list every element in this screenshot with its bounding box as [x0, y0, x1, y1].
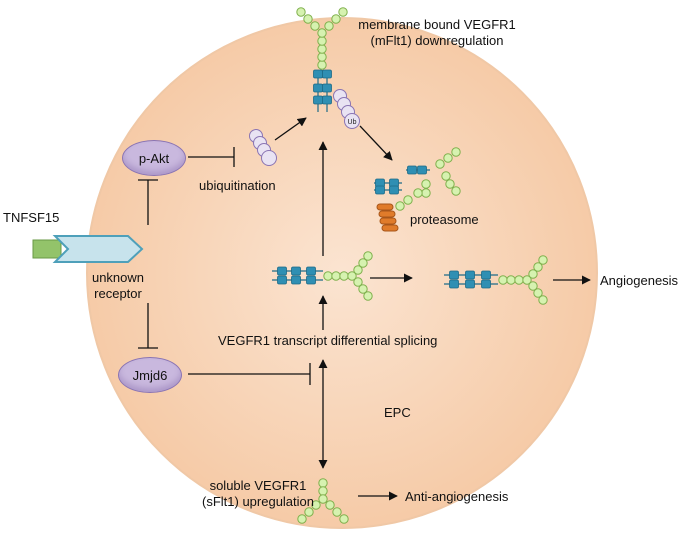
soluble-vegfr1-subtitle: (sFlt1) upregulation: [202, 494, 314, 509]
soluble-vegfr1-title: soluble VEGFR1: [209, 478, 307, 493]
epc-label: EPC: [384, 405, 411, 420]
proteasome-label: proteasome: [410, 212, 479, 227]
degraded-receptor-fragments: [374, 147, 461, 211]
unknown-receptor-label: unknown receptor: [92, 270, 144, 302]
membrane-vegfr1-subtitle: (mFlt1) downregulation: [370, 33, 504, 48]
membrane-vegfr1-label: membrane bound VEGFR1 (mFlt1) downregula…: [358, 17, 516, 49]
angiogenesis-label: Angiogenesis: [600, 273, 679, 288]
tnfsf15-label: TNFSF15: [3, 210, 60, 225]
p-akt-label: p-Akt: [138, 150, 170, 166]
membrane-vegfr1-title: membrane bound VEGFR1: [358, 17, 516, 32]
jmjd6-label: Jmjd6: [132, 367, 168, 383]
soluble-vegfr1-label: soluble VEGFR1 (sFlt1) upregulation: [202, 478, 314, 510]
anti-angiogenesis-label: Anti-angiogenesis: [405, 489, 509, 504]
ubiquitin-chain-membrane: Ub: [333, 89, 360, 129]
membrane-vegfr1-icon: [296, 7, 348, 112]
splicing-label: VEGFR1 transcript differential splicing: [218, 333, 438, 348]
arrows: [274, 117, 591, 501]
jmjd6-node: Jmjd6: [118, 357, 182, 393]
p-akt-node: p-Akt: [122, 140, 186, 176]
ubiquitination-label: ubiquitination: [199, 178, 276, 193]
tnfsf15-ligand: [32, 239, 62, 259]
ub-label: Ub: [348, 119, 357, 126]
full-length-vegfr1-transcript-icon: [272, 251, 373, 301]
proteasome-icon: [376, 203, 399, 232]
receptor-line1: unknown: [91, 270, 145, 285]
unknown-receptor-shape: [52, 235, 144, 263]
ubiquitin-chain-free: [249, 129, 277, 166]
receptor-line2: receptor: [94, 286, 142, 301]
vegfr1-angiogenesis-icon: [444, 255, 548, 305]
inhibition-lines: [138, 147, 311, 385]
